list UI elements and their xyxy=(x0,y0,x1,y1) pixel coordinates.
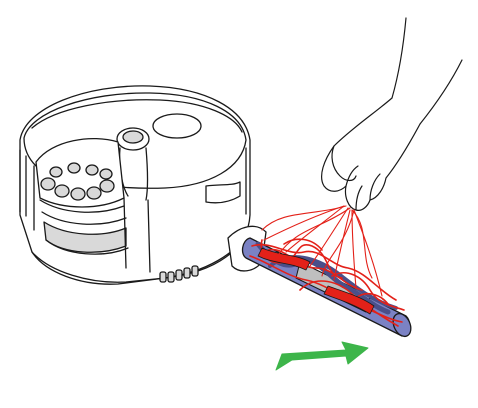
brush-end-cap xyxy=(392,312,412,338)
cyclone-cones xyxy=(40,162,115,201)
brush-bar-icon xyxy=(241,237,412,338)
bottom-brush-teeth xyxy=(159,265,199,283)
direction-arrow-icon xyxy=(275,341,369,371)
robot-top-button xyxy=(152,113,202,139)
robot-rim xyxy=(31,99,243,133)
side-panel xyxy=(205,181,241,204)
finger-lines xyxy=(345,165,381,211)
tank-track-right xyxy=(123,147,247,273)
thumb xyxy=(331,145,357,182)
tank-track-left xyxy=(19,149,35,231)
hand-icon xyxy=(321,17,463,211)
bin-band-1 xyxy=(39,199,125,213)
pulled-hair xyxy=(261,205,383,297)
robot-vacuum-icon xyxy=(19,85,267,285)
arm xyxy=(391,17,463,125)
